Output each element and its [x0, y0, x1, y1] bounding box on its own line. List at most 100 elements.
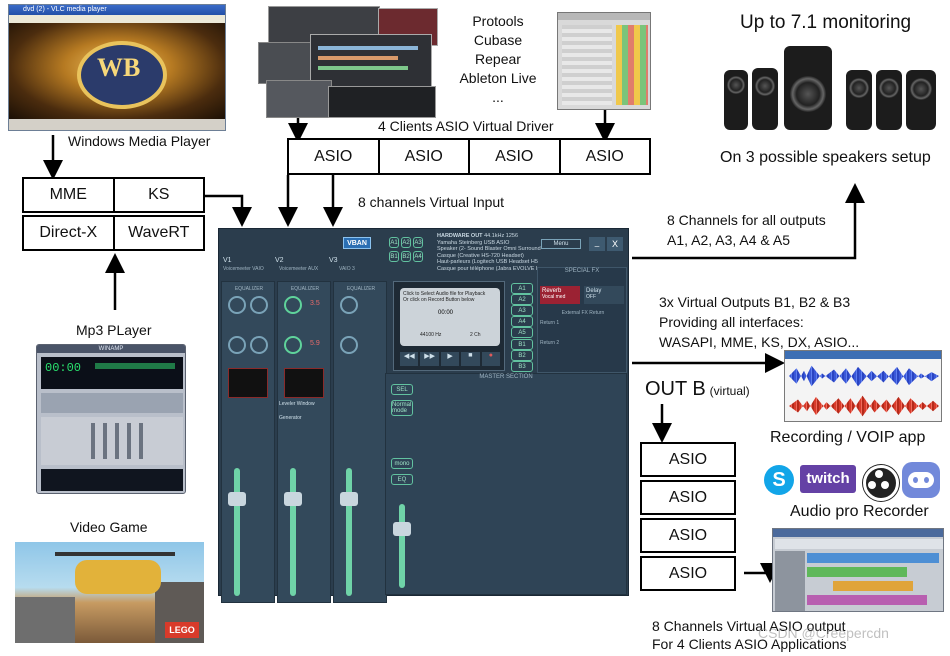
bus-a2-button[interactable]: A2 — [511, 294, 533, 305]
vban-button[interactable]: VBAN — [343, 237, 371, 249]
wmp-title-bar: dvd (2) - VLC media player — [9, 5, 225, 15]
forward-button[interactable]: ▶▶ — [420, 352, 439, 366]
treble-knob[interactable] — [228, 296, 246, 314]
bass-knob[interactable] — [228, 336, 246, 354]
reverb-button[interactable]: Reverb Vocal med — [540, 286, 580, 304]
bass-knob[interactable] — [250, 336, 268, 354]
discord-icon — [902, 462, 940, 498]
hardware-out-title: HARDWARE OUT — [437, 233, 483, 239]
wmp-label: Windows Media Player — [68, 133, 211, 149]
bus-button-column: A1 A2 A3 A4 A5 B1 B2 B3 — [511, 283, 533, 373]
input-strip-v1: EQUALIZER — [221, 281, 275, 603]
fx-display — [228, 368, 268, 398]
fader-track[interactable] — [399, 504, 405, 588]
recorder-panel: Click to Select Audio file for Playback … — [393, 281, 505, 371]
virtual-outputs-line3: WASAPI, MME, KS, DX, ASIO... — [659, 334, 860, 350]
menu-button[interactable]: Menu — [541, 239, 581, 249]
play-button[interactable]: ▶ — [440, 352, 460, 366]
record-button[interactable]: ● — [481, 352, 501, 366]
strip-label-v2: V2 — [275, 257, 284, 264]
wavert-driver[interactable]: WaveRT — [128, 224, 190, 241]
virtual-outputs-line2: Providing all interfaces: — [659, 314, 804, 330]
stop-button[interactable]: ■ — [461, 352, 480, 366]
hw-device[interactable]: Speaker (2- Sound Blaster Omni Surround — [437, 246, 541, 252]
recording-label: Recording / VOIP app — [770, 429, 926, 446]
bus-b1-button[interactable]: B1 — [511, 339, 533, 350]
treble-knob[interactable] — [340, 296, 358, 314]
bass-value: 5.9 — [310, 340, 320, 347]
fader-knob[interactable] — [393, 522, 411, 536]
ks-driver[interactable]: KS — [148, 186, 170, 203]
recorder-cassette[interactable]: Click to Select Audio file for Playback … — [400, 288, 500, 346]
special-fx-title: SPECIAL FX — [564, 268, 600, 274]
bus-b2-button[interactable]: B2 — [511, 350, 533, 361]
hw-device[interactable]: Casque pour téléphone (Jabra EVOLVE L — [437, 265, 540, 272]
recorder-channels: 2 Ch — [470, 332, 481, 338]
bus-a4-button[interactable]: A4 — [511, 316, 533, 327]
asio-output-3[interactable]: ASIO — [640, 518, 736, 553]
fader-knob[interactable] — [340, 492, 358, 506]
asio-input-3[interactable]: ASIO — [470, 140, 561, 173]
hw-device[interactable]: Haut-parleurs (Logitech USB Headset H5 — [437, 259, 538, 265]
eq-label: EQUALIZER — [290, 286, 320, 292]
wmp-video: WB — [9, 23, 225, 119]
outputs-8ch: 8 Channels for all outputs A1, A2, A3, A… — [667, 210, 826, 250]
treble-knob[interactable] — [250, 296, 268, 314]
mme-driver[interactable]: MME — [24, 179, 115, 211]
asio-output-1[interactable]: ASIO — [640, 442, 736, 477]
directx-driver[interactable]: Direct-X — [24, 217, 115, 249]
leveler-window[interactable]: Leveler Window — [279, 401, 315, 407]
eq-label: EQUALIZER — [234, 286, 264, 292]
mono-button[interactable]: mono — [391, 458, 413, 469]
asio-driver-label: 4 Clients ASIO Virtual Driver — [378, 118, 554, 134]
bus-a5-button[interactable]: A5 — [511, 327, 533, 338]
asio-input-1[interactable]: ASIO — [289, 140, 380, 173]
virtual-outputs: 3x Virtual Outputs B1, B2 & B3 Providing… — [659, 292, 859, 352]
special-fx-panel: SPECIAL FX Reverb Vocal med Delay OFF Ex… — [537, 267, 627, 373]
hw-device[interactable]: Yamaha Steinberg USB ASIO — [437, 239, 510, 246]
input-strip-v2: EQUALIZER 3.5 5.9 — [277, 281, 331, 603]
delay-button[interactable]: Delay OFF — [584, 286, 624, 304]
fader-knob[interactable] — [228, 492, 246, 506]
return-1-label: Return 1 — [540, 320, 560, 326]
outputs-8ch-line2: A1, A2, A3, A4 & A5 — [667, 232, 790, 248]
fader-track[interactable] — [346, 468, 352, 596]
bus-b3-button[interactable]: B3 — [511, 361, 533, 372]
monitoring-caption: On 3 possible speakers setup — [720, 149, 931, 166]
close-icon[interactable]: X — [607, 237, 623, 251]
out-b-sub: (virtual) — [709, 384, 750, 398]
obs-icon — [863, 465, 899, 501]
bass-knob[interactable] — [340, 336, 358, 354]
treble-knob[interactable] — [284, 296, 302, 314]
fader-knob[interactable] — [284, 492, 302, 506]
bus-a1-button[interactable]: A1 — [511, 283, 533, 294]
footer-text: 8 Channels Virtual ASIO output For 4 Cli… — [652, 617, 847, 653]
daw-name: ... — [492, 89, 504, 105]
outputs-8ch-line1: 8 Channels for all outputs — [667, 212, 826, 228]
bus-a3-button[interactable]: A3 — [511, 305, 533, 316]
master-section: MASTER SECTION SEL Normal mode mono EQ — [385, 373, 627, 595]
bass-knob[interactable] — [284, 336, 302, 354]
asio-output-4[interactable]: ASIO — [640, 556, 736, 591]
normal-mode-button[interactable]: Normal mode — [391, 400, 413, 416]
minimize-button[interactable]: _ — [589, 237, 605, 251]
recorder-hint: Click to Select Audio file for Playback — [403, 291, 486, 297]
asio-input-4[interactable]: ASIO — [585, 147, 624, 165]
winamp-screenshot: WINAMP 00:00 — [36, 344, 186, 494]
footer-line1: 8 Channels Virtual ASIO output — [652, 618, 846, 634]
fader-track[interactable] — [234, 468, 240, 596]
hw-device[interactable]: Casque (Creative HS-720 Headset) — [437, 252, 524, 259]
generator[interactable]: Generator — [279, 415, 302, 421]
fader-track[interactable] — [290, 468, 296, 596]
speakers-image — [722, 40, 940, 132]
strip-label-v1: V1 — [223, 257, 232, 264]
ableton-screenshot — [557, 12, 651, 110]
treble-value: 3.5 — [310, 300, 320, 307]
asio-input-2[interactable]: ASIO — [380, 140, 470, 173]
asio-output-2[interactable]: ASIO — [640, 480, 736, 515]
audio-pro-label: Audio pro Recorder — [790, 503, 929, 520]
sel-button[interactable]: SEL — [391, 384, 413, 395]
eq-button[interactable]: EQ — [391, 474, 413, 485]
rewind-button[interactable]: ◀◀ — [400, 352, 419, 366]
